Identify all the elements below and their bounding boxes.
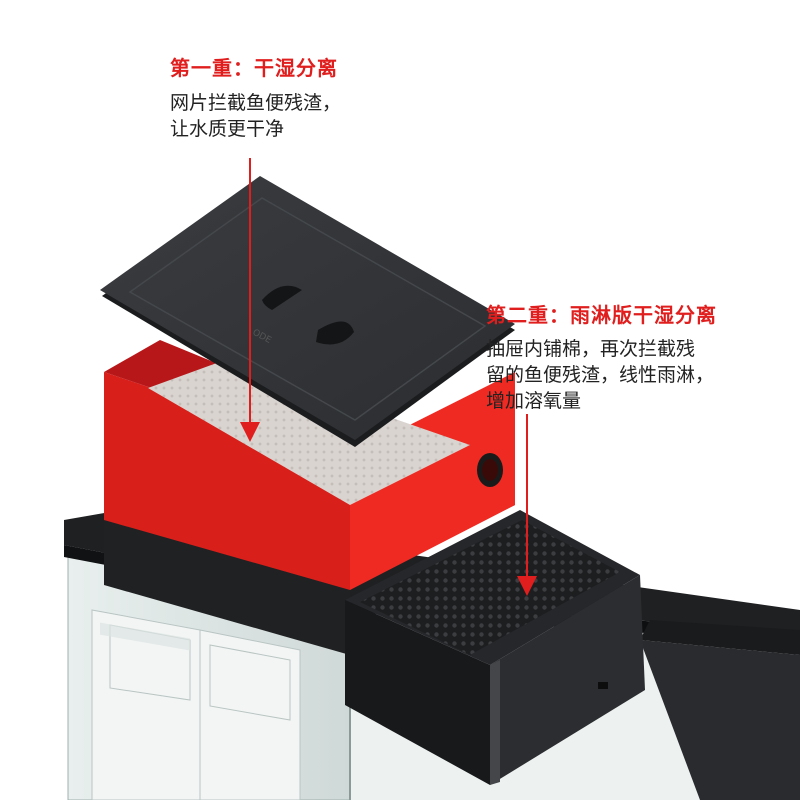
- callout-line: 让水质更干净: [170, 118, 285, 140]
- filter-lid: ODE: [100, 176, 515, 447]
- callout-line: 增加溶氧量: [486, 390, 582, 412]
- callout-stage-one-title: 第一重：干湿分离: [170, 56, 338, 80]
- rain-drawer: [345, 510, 645, 785]
- callout-stage-two-text: 抽屉内铺棉，再次拦截残 留的鱼便残渣，线性雨淋， 增加溶氧量: [486, 336, 714, 414]
- callout-line: 留的鱼便残渣，线性雨淋，: [486, 364, 715, 386]
- callout-line: 网片拦截鱼便残渣，: [170, 92, 342, 114]
- callout-stage-two-title: 第二重：雨淋版干湿分离: [486, 303, 717, 327]
- callout-arrows: [240, 158, 537, 596]
- filter-box-red-section: [104, 340, 515, 590]
- callout-line: 抽屉内铺棉，再次拦截残: [486, 338, 696, 360]
- callout-stage-one-text: 网片拦截鱼便残渣， 让水质更干净: [170, 90, 341, 142]
